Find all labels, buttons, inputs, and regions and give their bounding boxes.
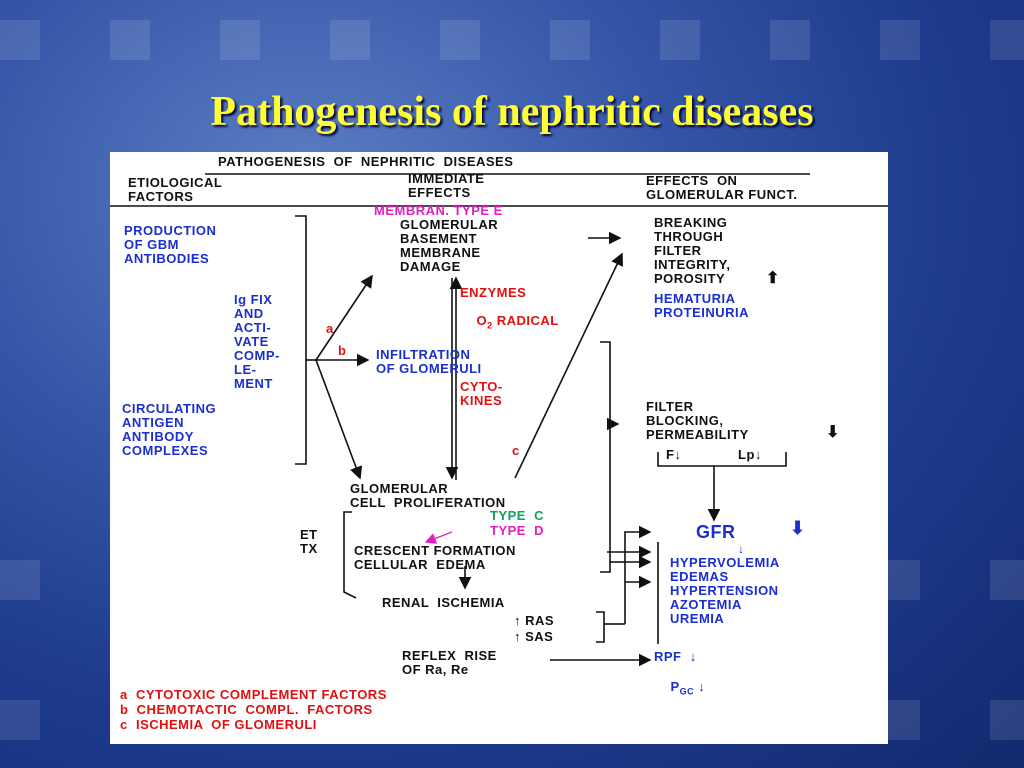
lp-down-label: Lp↓ xyxy=(738,447,762,462)
cause-immune-complexes: CIRCULATING ANTIGEN ANTIBODY COMPLEXES xyxy=(122,401,217,458)
arrow-up-icon: ⬆ xyxy=(766,270,780,287)
column-etiological: ETIOLOGICAL FACTORS xyxy=(128,175,223,204)
type-c-label: TYPE C xyxy=(490,508,545,523)
path-label-c: c xyxy=(512,443,520,458)
reflex-rise: REFLEX RISE OF Ra, Re xyxy=(402,648,497,677)
cause-gbm-antibodies: PRODUCTION OF GBM ANTIBODIES xyxy=(124,223,217,266)
cell-proliferation: GLOMERULAR CELL PROLIFERATION xyxy=(350,481,506,510)
column-effects: EFFECTS ON GLOMERULAR FUNCT. xyxy=(646,173,798,202)
enzymes-label: ENZYMES xyxy=(460,285,527,300)
diagram-connectors xyxy=(110,173,888,667)
legend-c: c ISCHEMIA OF GLOMERULI xyxy=(120,717,317,732)
diagram-heading: PATHOGENESIS OF NEPHRITIC DISEASES xyxy=(218,154,514,169)
path-label-b: b xyxy=(338,343,347,358)
et-tx-label: ET TX xyxy=(300,527,318,556)
filter-bracket xyxy=(600,341,611,573)
arrow-c xyxy=(514,252,623,479)
arrow-down-icon: ⬇ xyxy=(826,424,840,441)
sas-label: ↑ SAS xyxy=(514,629,554,644)
ras-label: ↑ RAS xyxy=(514,613,555,628)
renal-ischemia: RENAL ISCHEMIA xyxy=(382,595,505,610)
hematuria-proteinuria: HEMATURIA PROTEINURIA xyxy=(654,291,750,320)
f-lp-bracket xyxy=(657,452,787,467)
infiltration-of-glomeruli: INFILTRATION OF GLOMERULI xyxy=(376,347,482,376)
crescent-formation: CRESCENT FORMATION CELLULAR EDEMA xyxy=(354,543,516,572)
causes-bracket xyxy=(295,215,307,465)
et-tx-bracket xyxy=(343,511,357,599)
path-label-a: a xyxy=(326,321,334,336)
arrow-type-d xyxy=(424,531,453,544)
type-d-label: TYPE D xyxy=(490,523,545,538)
breaking-filter-integrity: BREAKING THROUGH FILTER INTEGRITY, POROS… xyxy=(654,215,731,286)
cause-ig-fix: Ig FIX AND ACTI- VATE COMP- LE- MENT xyxy=(234,292,280,391)
gfr-consequences: HYPERVOLEMIA EDEMAS HYPERTENSION AZOTEMI… xyxy=(670,555,780,626)
membran-type-e: MEMBRAN. TYPE E xyxy=(374,203,503,218)
gfr-label: GFR xyxy=(696,522,736,542)
gbm-damage: GLOMERULAR BASEMENT MEMBRANE DAMAGE xyxy=(400,217,499,274)
slide-title: Pathogenesis of nephritic diseases xyxy=(210,89,814,135)
small-down-arrow-icon: ↓ xyxy=(738,542,745,556)
arrow-a xyxy=(315,274,373,361)
gfr-down-icon: ⬇ xyxy=(790,518,806,538)
pathogenesis-diagram: PATHOGENESIS OF NEPHRITIC DISEASES ETIOL… xyxy=(110,152,888,744)
legend-a: a CYTOTOXIC COMPLEMENT FACTORS xyxy=(120,687,387,702)
pgc-label: PGC ↓ xyxy=(670,679,706,697)
rpf-label: RPF ↓ xyxy=(654,649,697,664)
o2-radical-label: O2 RADICAL xyxy=(476,313,559,331)
column-immediate: IMMEDIATE EFFECTS xyxy=(408,171,485,200)
f-down-label: F↓ xyxy=(666,447,682,462)
ras-sas-bracket xyxy=(596,611,605,643)
cytokines-label: CYTO- KINES xyxy=(460,379,503,408)
filter-blocking: FILTER BLOCKING, PERMEABILITY xyxy=(646,399,749,442)
legend-b: b CHEMOTACTIC COMPL. FACTORS xyxy=(120,702,373,717)
arrow-to-proliferation xyxy=(315,359,363,480)
